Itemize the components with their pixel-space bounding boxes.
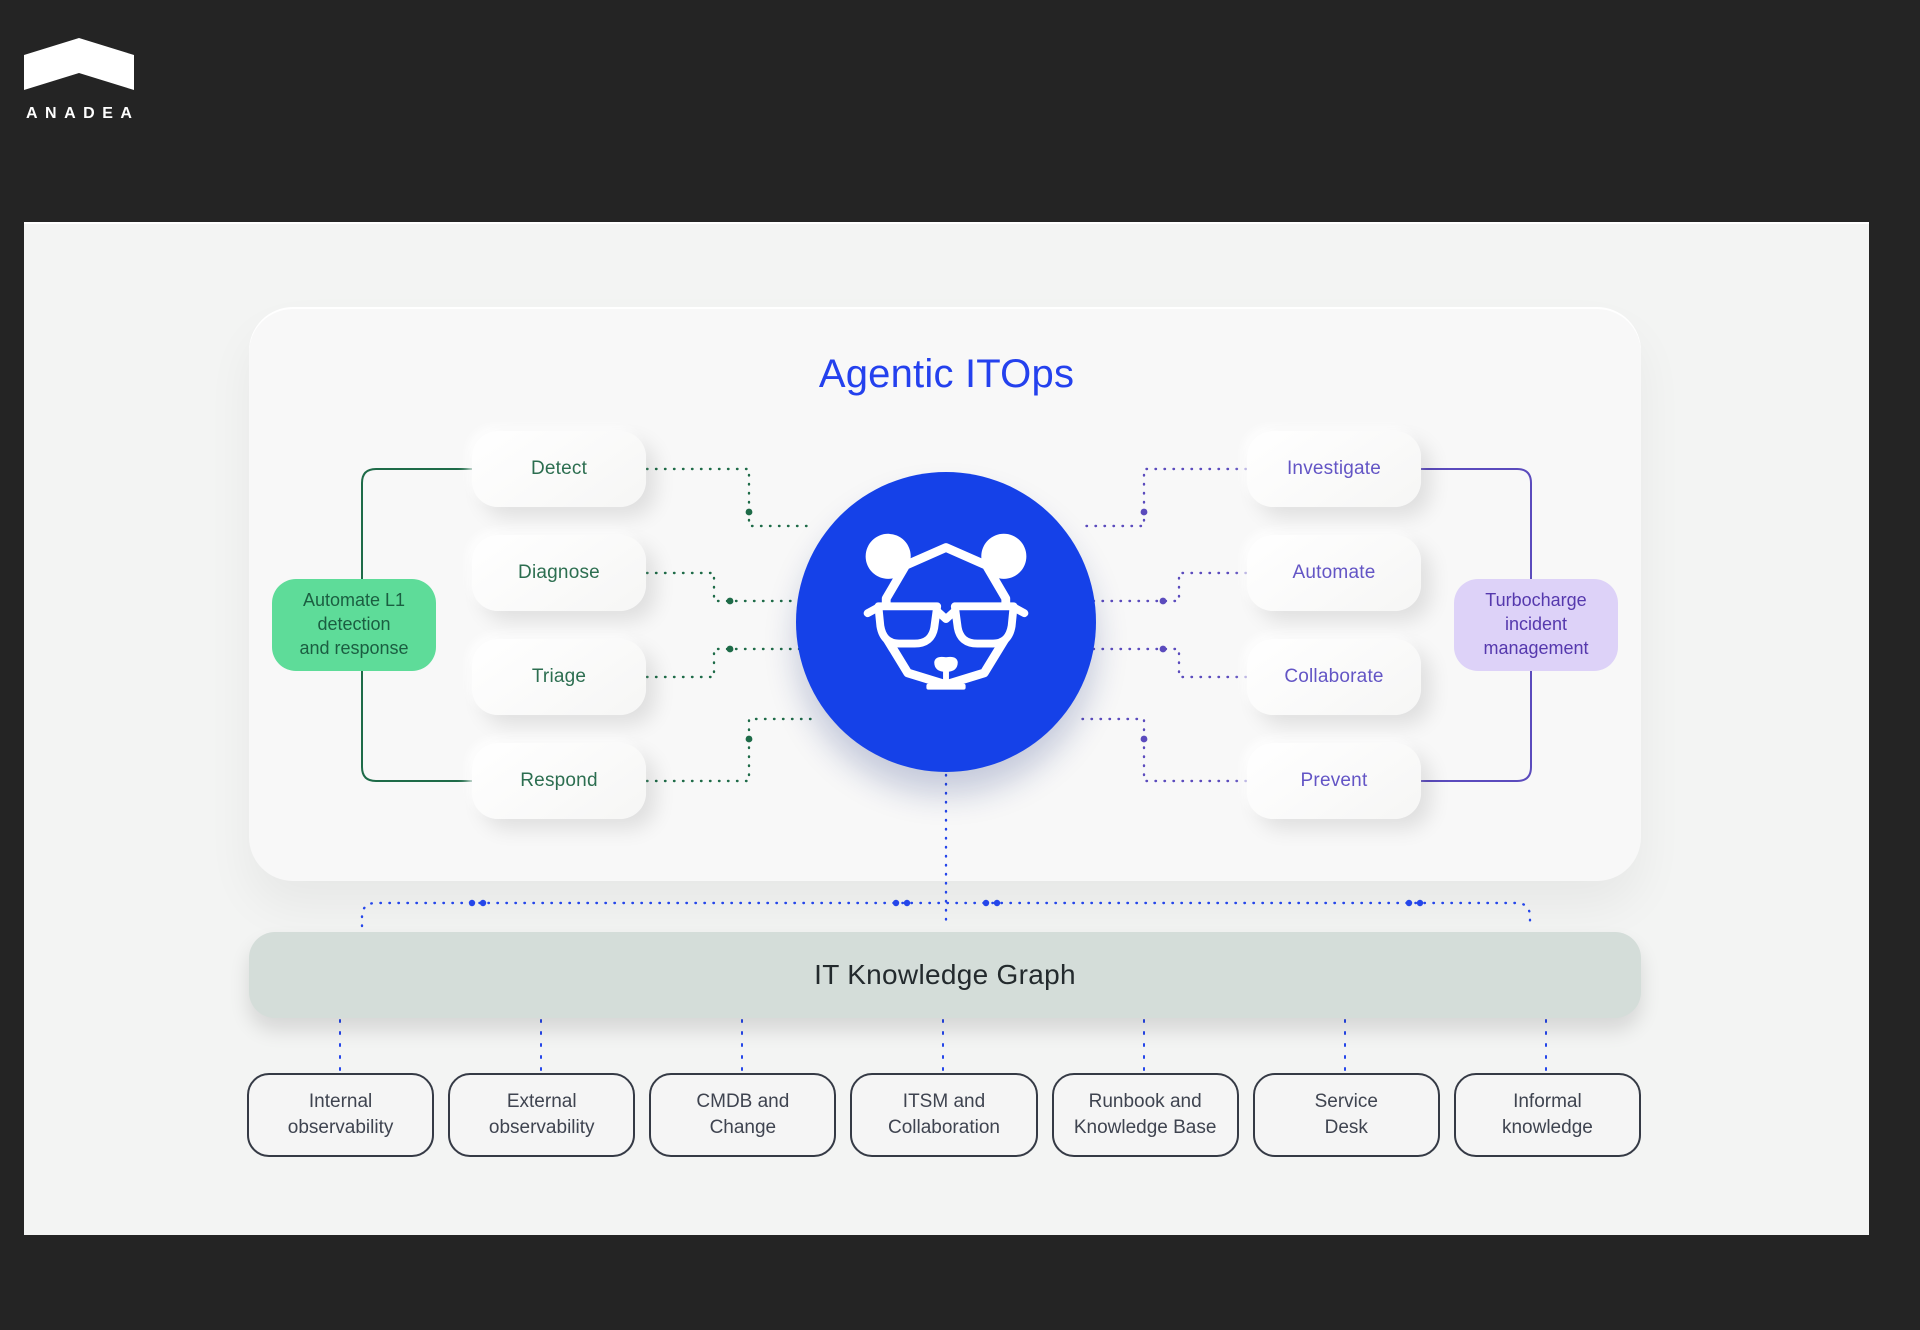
- step-collaborate-label: Collaborate: [1284, 666, 1384, 687]
- anadea-logo-text: ANADEA: [26, 105, 140, 122]
- anadea-logo: ANADEA: [24, 38, 136, 123]
- step-respond-label: Respond: [520, 770, 598, 791]
- step-investigate-label: Investigate: [1286, 458, 1382, 479]
- source-informal-knowledge: Informal knowledge: [1453, 1073, 1641, 1157]
- diagram-title: Agentic ITOps: [818, 352, 1075, 396]
- ai-agent-mascot: [796, 472, 1096, 772]
- step-investigate: Investigate: [1247, 431, 1421, 507]
- source-cmdb-and-change: CMDB and Change: [649, 1073, 837, 1157]
- source-itsm-and-collaboration: ITSM and Collaboration: [850, 1073, 1038, 1157]
- blue-packet-dots: [468, 899, 1424, 907]
- it-knowledge-graph-bar: IT Knowledge Graph: [249, 932, 1641, 1018]
- it-knowledge-graph-label: IT Knowledge Graph: [814, 959, 1076, 990]
- step-detect-label: Detect: [530, 458, 588, 479]
- panda-agent-icon: [863, 533, 1029, 690]
- source-external-observability: External observability: [448, 1073, 636, 1157]
- step-triage-label: Triage: [531, 666, 587, 687]
- step-diagnose-label: Diagnose: [518, 562, 600, 583]
- step-automate-label: Automate: [1292, 562, 1376, 583]
- source-service-desk: Service Desk: [1252, 1073, 1440, 1157]
- diagram-area: Agentic ITOps: [24, 222, 1869, 1235]
- right-callout: Turbocharge incident management: [1454, 579, 1618, 671]
- step-prevent: Prevent: [1247, 743, 1421, 819]
- knowledge-sources-row: Internal observability External observab…: [247, 1073, 1641, 1157]
- step-prevent-label: Prevent: [1300, 770, 1368, 791]
- step-collaborate: Collaborate: [1247, 639, 1421, 715]
- source-internal-observability: Internal observability: [247, 1073, 435, 1157]
- source-runbook-knowledge-base: Runbook and Knowledge Base: [1051, 1073, 1239, 1157]
- knowledge-bus-line: [360, 901, 1532, 928]
- left-callout: Automate L1 detection and response: [272, 579, 436, 671]
- source-drop-lines: [339, 1019, 1547, 1072]
- step-automate: Automate: [1247, 535, 1421, 611]
- step-detect: Detect: [472, 431, 646, 507]
- step-respond: Respond: [472, 743, 646, 819]
- anadea-chevron-icon: [24, 38, 134, 90]
- step-triage: Triage: [472, 639, 646, 715]
- step-diagnose: Diagnose: [472, 535, 646, 611]
